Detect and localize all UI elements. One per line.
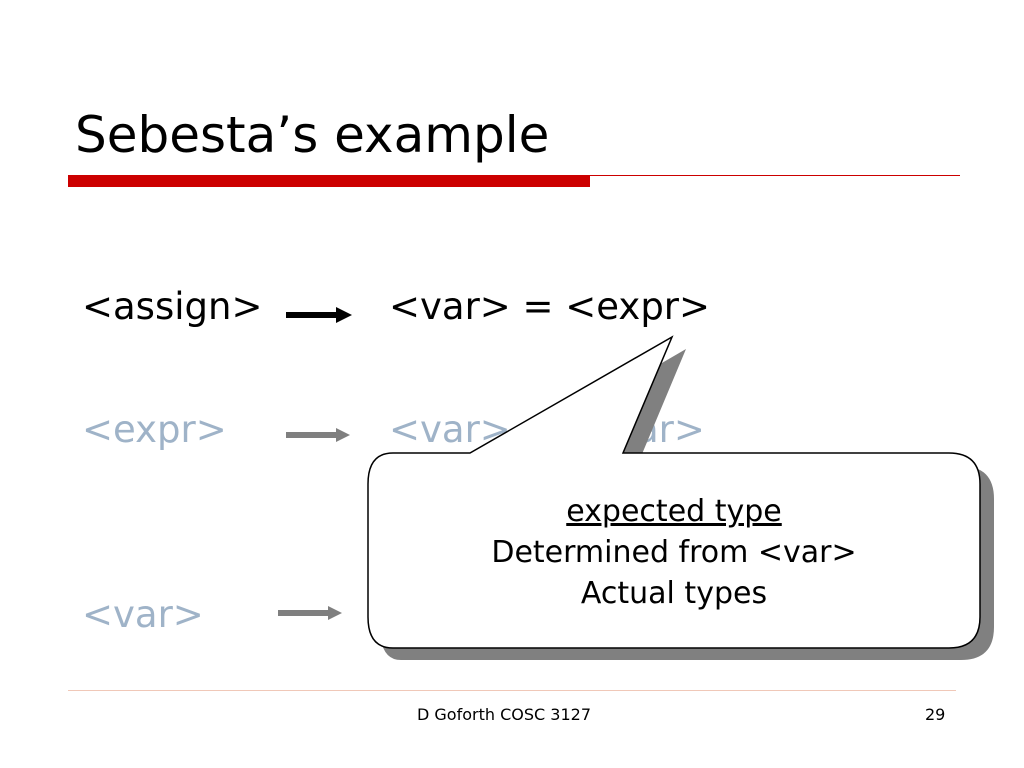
callout-line-3: Actual types — [580, 576, 768, 611]
callout-text: expected type Determined from <var> Actu… — [368, 491, 980, 614]
footer-author: D Goforth COSC 3127 — [417, 705, 591, 724]
rule-3-arrow-icon — [278, 606, 342, 620]
callout-line-2: Determined from <var> — [491, 535, 857, 570]
footer-divider — [68, 690, 956, 691]
rule-1-lhs: <assign> — [82, 285, 263, 328]
rule-1-rhs: <var> = <expr> — [389, 285, 711, 328]
slide-title: Sebesta’s example — [75, 106, 550, 164]
page-number: 29 — [925, 705, 946, 724]
rule-2-lhs: <expr> — [82, 408, 227, 451]
callout-heading: expected type — [566, 494, 782, 529]
title-underline-thick — [68, 175, 590, 187]
rule-1-arrow-icon — [286, 307, 352, 323]
title-underline-thin — [590, 175, 960, 176]
rule-2-arrow-icon — [286, 428, 350, 442]
rule-3-lhs: <var> — [82, 593, 204, 636]
